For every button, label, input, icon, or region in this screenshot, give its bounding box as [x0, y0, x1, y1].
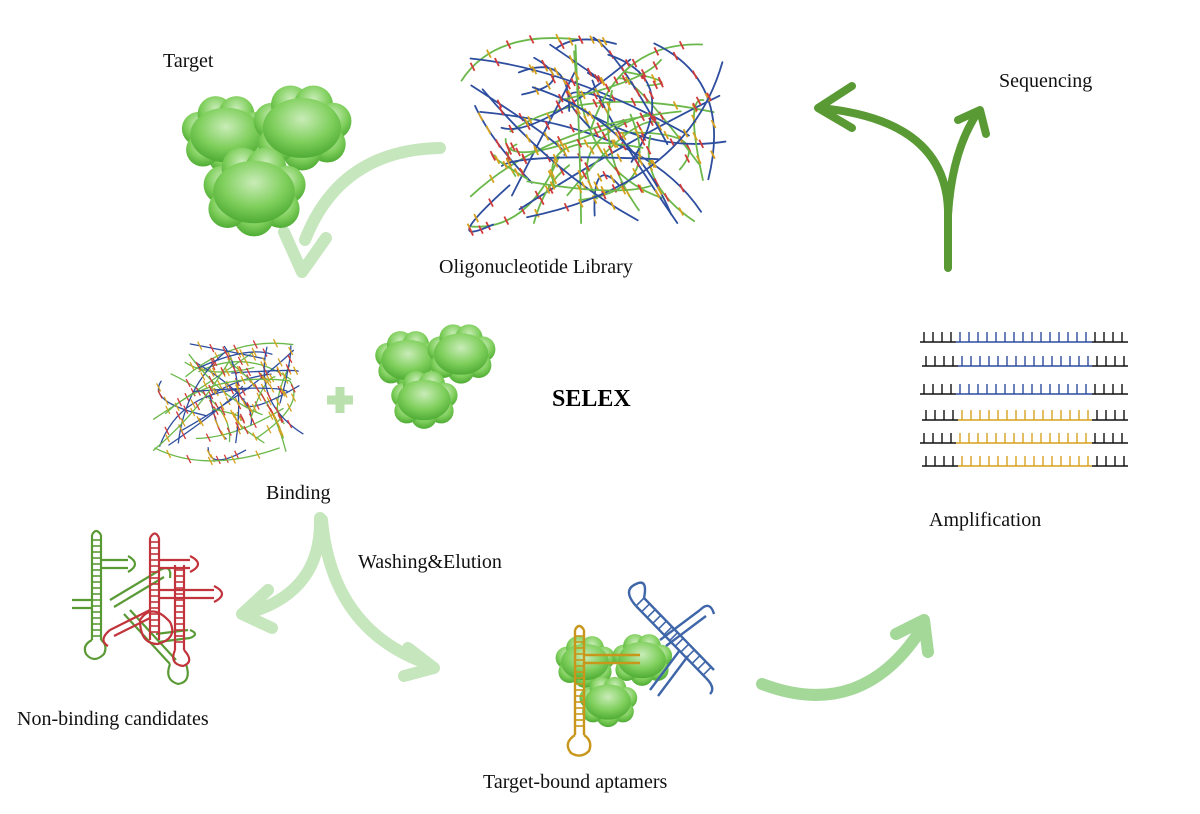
arrow-library-to-binding	[278, 142, 446, 278]
target-bound-label: Target-bound aptamers	[483, 771, 668, 793]
diagram-title: SELEX	[552, 386, 631, 412]
target-molecules	[181, 85, 352, 237]
arrow-amplification-fork	[814, 82, 990, 272]
arrow-binding-to-bound	[316, 514, 440, 682]
amplification-dna-duplexes	[920, 332, 1128, 467]
library-label: Oligonucleotide Library	[439, 256, 633, 278]
washing-elution-label: Washing&Elution	[358, 551, 502, 573]
binding-target-molecules	[375, 324, 496, 429]
oligonucleotide-library-strands	[460, 33, 727, 236]
binding-label: Binding	[266, 482, 331, 504]
non-binding-aptamers	[72, 529, 224, 686]
binding-library-strands	[152, 338, 304, 466]
plus-icon	[327, 387, 353, 413]
arrow-bound-to-amplification	[756, 614, 934, 701]
cycle-arrows	[236, 82, 990, 701]
non-binding-label: Non-binding candidates	[17, 708, 209, 730]
amplification-label: Amplification	[929, 509, 1042, 531]
arrow-binding-to-nonbinding	[236, 512, 327, 634]
sequencing-label: Sequencing	[999, 70, 1093, 92]
target-bound-aptamers	[555, 581, 716, 757]
target-label: Target	[163, 50, 214, 72]
